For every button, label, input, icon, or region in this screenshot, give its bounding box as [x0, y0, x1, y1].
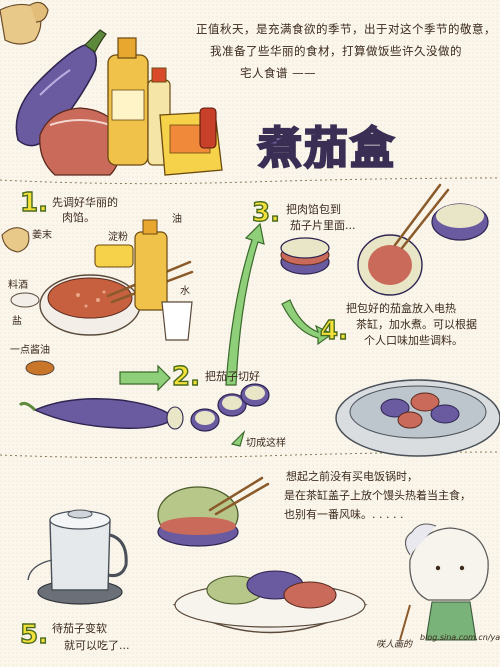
step-1-number: 1.	[19, 187, 48, 218]
electric-pot-step4	[335, 379, 500, 457]
flow-arrows	[119, 222, 334, 447]
step-4-text-line2: 茶缸，加水煮。可以根据	[356, 318, 477, 331]
step-3-number: 3.	[251, 197, 280, 228]
stuffed-eggplant-stack	[280, 203, 489, 296]
step-5-text-line1: 待茄子变软	[52, 622, 107, 635]
sauce-bottle	[199, 107, 217, 149]
step-2-number: 2.	[171, 361, 200, 392]
step-2-text: 把茄子切好	[205, 370, 260, 383]
step-1-text-line1: 先调好华丽的	[52, 196, 118, 209]
oil-bottle	[107, 37, 149, 166]
ingredient-salt: 盐	[12, 316, 22, 327]
author-signature: 咲人画的	[376, 640, 413, 650]
ingredient-ginger: 姜末	[32, 230, 52, 241]
step-3-text-line2: 茄子片里面...	[290, 219, 356, 232]
intro-line-1: 正值秋天，是充满食欲的季节，出于对这个季节的敬意，	[196, 22, 496, 36]
chibi-character	[399, 523, 489, 641]
electric-kettle	[27, 509, 128, 605]
cut-note: 切成这样	[246, 438, 286, 449]
eggplant-slices	[190, 383, 270, 432]
memory-line-3: 也别有一番风味。. . . . .	[284, 508, 404, 521]
step-5-text-line2: 就可以吃了...	[64, 639, 130, 652]
intro-line-2: 我准备了些华丽的食材，打算做饭些许久没做的	[210, 44, 462, 58]
ingredient-water: 水	[180, 286, 190, 297]
step-1-text-line2: 肉馅。	[62, 211, 95, 224]
blog-url: blog.sina.com.cn/yaorenwo	[420, 633, 500, 642]
ingredient-starch: 淀粉	[108, 232, 128, 243]
step-5-number: 5.	[19, 619, 48, 650]
step-4-number: 4.	[319, 315, 348, 346]
step-4-text-line1: 把包好的茄盒放入电热	[346, 302, 456, 315]
rice-bowl	[172, 570, 368, 634]
spice-spoons	[10, 292, 55, 376]
step-4-text-line3: 个人口味加些调料。	[364, 334, 463, 347]
intro-line-3: 宅人食谱 ——	[240, 66, 317, 80]
ingredient-cooking-wine: 料酒	[8, 280, 28, 291]
oil-bottle-step1	[134, 219, 168, 311]
stuffed-eggplant-closeup	[157, 486, 239, 547]
water-cup	[161, 301, 193, 341]
recipe-title: 煮茄盒	[257, 122, 396, 175]
ingredient-oil: 油	[172, 214, 182, 225]
mixing-bowl	[39, 274, 141, 336]
chopsticks-step5	[208, 476, 270, 516]
memory-line-2: 是在茶缸盖子上放个馒头热着当主食，	[284, 489, 471, 502]
ingredient-soy-sauce: 一点酱油	[10, 345, 50, 356]
chopsticks-step3	[393, 183, 450, 250]
starch-bowl	[94, 244, 134, 268]
memory-line-1: 想起之前没有买电饭锅时，	[286, 470, 418, 483]
ginger-illustration	[0, 1, 49, 45]
step-3-text-line1: 把肉馅包到	[286, 203, 341, 216]
ginger-pile	[1, 227, 30, 253]
eggplant-step2	[18, 398, 184, 430]
